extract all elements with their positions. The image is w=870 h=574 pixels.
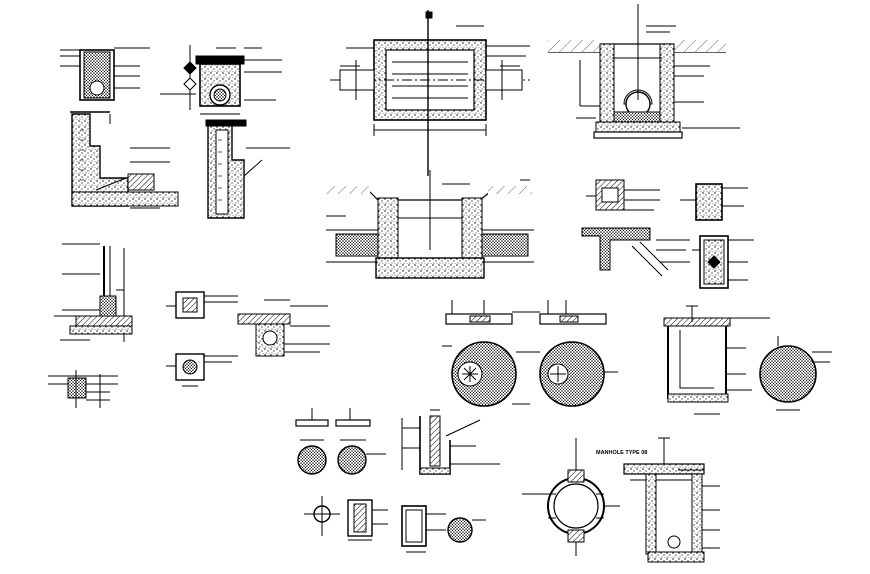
chamber-plan-large [330, 10, 530, 176]
pipe-joint-detail [48, 370, 118, 408]
chamber-detail-2 [160, 45, 282, 110]
manhole-type-section [623, 437, 720, 563]
chamber-detail-1 [60, 47, 150, 101]
manhole-cover-plans [442, 300, 618, 407]
manhole-ring-plan [522, 438, 620, 556]
grating-plans [166, 291, 238, 387]
riser-detail-left [54, 243, 133, 342]
frame-details-right [581, 179, 754, 289]
chamber-section-large [326, 170, 534, 279]
bottom-small-details [304, 496, 486, 553]
gully-section [237, 299, 330, 357]
small-cover-plans [295, 408, 386, 475]
shallow-chamber-section [401, 409, 500, 475]
manhole-section-topright [548, 4, 740, 139]
wall-section-1 [70, 111, 179, 209]
drawing-title: MANHOLE TYPE 08 [596, 450, 647, 456]
manhole-section-right [663, 305, 832, 415]
wall-section-2 [200, 113, 290, 219]
